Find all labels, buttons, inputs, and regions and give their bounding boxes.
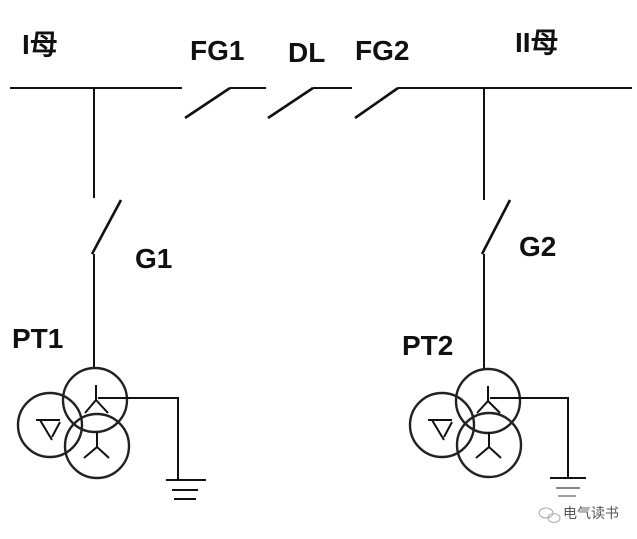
bus-2-label: II母 bbox=[515, 27, 559, 58]
ground-wire bbox=[98, 397, 179, 480]
dl-label: DL bbox=[288, 37, 325, 68]
pt2-branch bbox=[408, 88, 586, 497]
pt2-transformer-icon bbox=[408, 367, 523, 479]
fg1-label: FG1 bbox=[190, 35, 244, 66]
watermark: 电气读书 bbox=[563, 505, 619, 522]
wechat-icon bbox=[538, 507, 561, 523]
switch-fg1 bbox=[184, 86, 231, 120]
breaker-dl bbox=[267, 86, 314, 120]
fg2-label: FG2 bbox=[355, 35, 409, 66]
pt1-transformer-icon bbox=[16, 366, 131, 480]
pt1-label: PT1 bbox=[12, 323, 63, 354]
pt1-branch bbox=[16, 88, 206, 500]
ground-icon bbox=[166, 479, 206, 500]
pt2-label: PT2 bbox=[402, 330, 453, 361]
ground-wire bbox=[490, 397, 569, 478]
g2-label: G2 bbox=[519, 231, 556, 262]
bus-1-label: I母 bbox=[22, 29, 58, 60]
switch-g1 bbox=[90, 199, 123, 255]
switch-fg2 bbox=[354, 86, 399, 120]
ground-icon bbox=[550, 477, 586, 497]
g1-label: G1 bbox=[135, 243, 172, 274]
switch-g2 bbox=[480, 199, 512, 255]
